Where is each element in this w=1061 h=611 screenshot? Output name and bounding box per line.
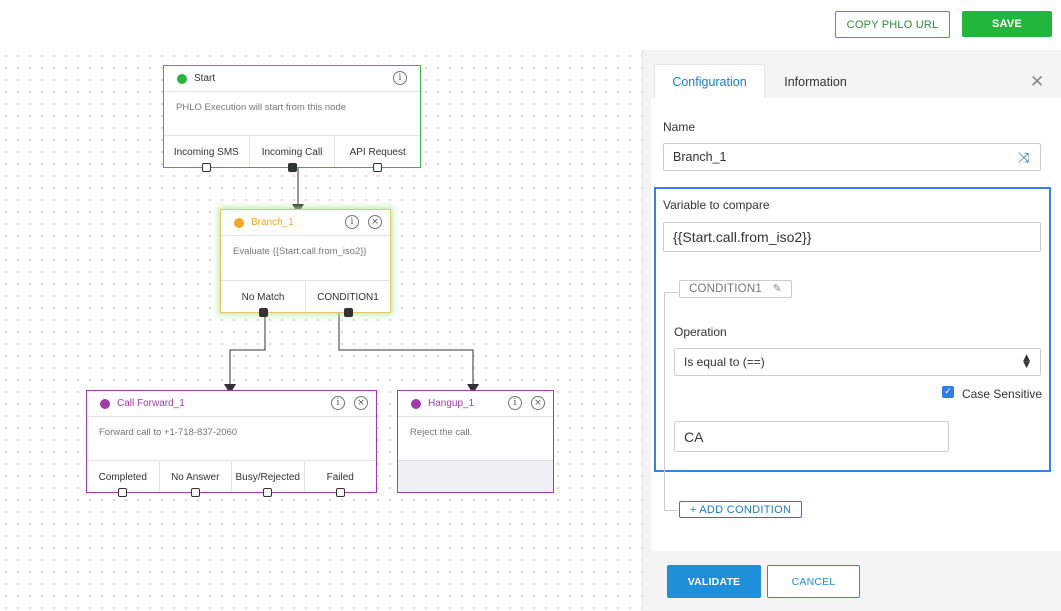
close-icon[interactable]: × [531,396,545,410]
shuffle-icon[interactable]: ⤨ [1018,150,1030,166]
edit-pencil-icon[interactable]: ✎ [772,282,782,295]
port-handle[interactable] [118,488,128,497]
port-handle[interactable] [190,488,200,497]
node-title: Start [194,73,216,84]
branch-node-header: Branch_1 i × [221,210,390,236]
panel-tabs: Configuration Information ✕ [643,50,1061,99]
port-label: API Request [349,147,406,158]
port-condition1[interactable]: CONDITION1 [306,281,390,317]
port-handle[interactable] [373,163,383,172]
select-arrows-icon: ▲▼ [1023,353,1030,370]
call-forward-node[interactable]: Call Forward_1 i × Forward call to +1-71… [86,390,377,497]
port-label: Busy/Rejected [235,472,300,483]
copy-phlo-url-button[interactable]: COPY PHLO URL [835,11,950,38]
case-sensitive-checkbox[interactable]: ✓ [942,386,954,398]
condition-tree-branch [664,510,678,511]
case-sensitive-label: Case Sensitive [962,387,1043,401]
port-label: Incoming SMS [173,147,239,158]
port-handle[interactable] [263,488,273,497]
port-label: CONDITION1 [317,292,379,303]
hangup-node[interactable]: Hangup_1 i × Reject the call. [397,390,554,493]
port-label: Failed [326,472,354,483]
port-handle[interactable] [335,488,345,497]
variable-label: Variable to compare [663,198,770,212]
tab-configuration[interactable]: Configuration [654,64,765,99]
node-title: Call Forward_1 [117,398,185,409]
condition-tree-line [664,292,665,510]
validate-button[interactable]: VALIDATE [667,565,761,598]
node-description: Reject the call. [410,427,473,438]
start-node-header: Start i [164,66,420,92]
port-handle[interactable] [343,308,353,317]
status-dot [177,74,187,84]
node-title: Branch_1 [251,217,294,228]
name-input[interactable]: Branch_1 [663,143,1041,171]
tab-information[interactable]: Information [784,74,847,89]
condition-name: CONDITION1 [689,283,762,295]
close-icon[interactable]: × [354,396,368,410]
variable-condition-highlight [654,187,1051,472]
port-incoming-sms[interactable]: Incoming SMS [164,136,250,172]
variable-input[interactable]: {{Start.call.from_iso2}} [663,222,1041,252]
close-icon[interactable]: × [368,215,382,229]
node-description: Forward call to +1-718-837-2060 [99,427,238,438]
port-label: No Answer [171,472,220,483]
info-icon[interactable]: i [345,215,359,229]
port-handle[interactable] [201,163,211,172]
status-dot [100,399,110,409]
hangup-node-header: Hangup_1 i × [398,391,553,417]
node-title: Hangup_1 [428,398,475,409]
call-forward-node-header: Call Forward_1 i × [87,391,376,417]
operation-label: Operation [674,325,727,339]
port-label: Completed [98,472,147,483]
compare-value-input[interactable]: CA [674,421,949,452]
node-ports: Completed No Answer Busy/Rejected Failed [87,460,377,497]
node-description: PHLO Execution will start from this node [176,102,347,113]
add-condition-button[interactable]: + ADD CONDITION [679,501,802,518]
node-ports: No Match CONDITION1 [221,280,390,317]
status-dot [234,218,244,228]
node-ports: Incoming SMS Incoming Call API Request [164,135,420,172]
port-no-match[interactable]: No Match [221,281,306,317]
close-panel-icon[interactable]: ✕ [1030,72,1045,92]
info-icon[interactable]: i [331,396,345,410]
configuration-form [651,98,1061,551]
port-label: Incoming Call [261,147,323,158]
operation-select[interactable]: Is equal to (==) ▲▼ [674,348,1041,376]
cancel-button[interactable]: CANCEL [767,565,860,598]
operation-selected-value: Is equal to (==) [684,355,765,369]
port-label: No Match [241,292,285,303]
condition-tree-branch [664,292,678,293]
condition-name-tab[interactable]: CONDITION1 ✎ [679,280,792,298]
port-failed[interactable]: Failed [305,461,377,497]
save-button[interactable]: SAVE [962,11,1052,37]
info-icon[interactable]: i [393,71,407,85]
info-icon[interactable]: i [508,396,522,410]
node-ports [398,460,553,492]
branch-node[interactable]: Branch_1 i × Evaluate {{Start.call.from_… [220,209,391,317]
top-bar: COPY PHLO URL SAVE [0,0,1061,50]
name-label: Name [663,120,696,134]
port-incoming-call[interactable]: Incoming Call [250,136,336,172]
port-handle[interactable] [287,163,297,172]
port-api-request[interactable]: API Request [335,136,420,172]
status-dot [411,399,421,409]
port-completed[interactable]: Completed [87,461,160,497]
port-handle[interactable] [258,308,268,317]
port-no-answer[interactable]: No Answer [160,461,232,497]
node-description: Evaluate {{Start.call.from_iso2}} [233,246,367,257]
start-node[interactable]: Start i PHLO Execution will start from t… [163,65,421,172]
port-busy-rejected[interactable]: Busy/Rejected [232,461,305,497]
